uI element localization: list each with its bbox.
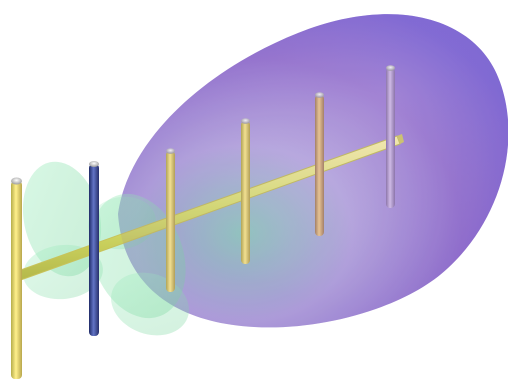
director-1-rod-icon [166, 148, 175, 292]
director-4-rod-icon [386, 65, 395, 208]
director-2-rod-icon [241, 118, 250, 264]
lobe-overlay-icon [118, 14, 508, 328]
driven-element-rod-icon [89, 161, 99, 336]
reflector-rod-icon [11, 177, 22, 379]
side-lobe-icon [23, 244, 103, 300]
director-3-rod-icon [315, 92, 324, 236]
